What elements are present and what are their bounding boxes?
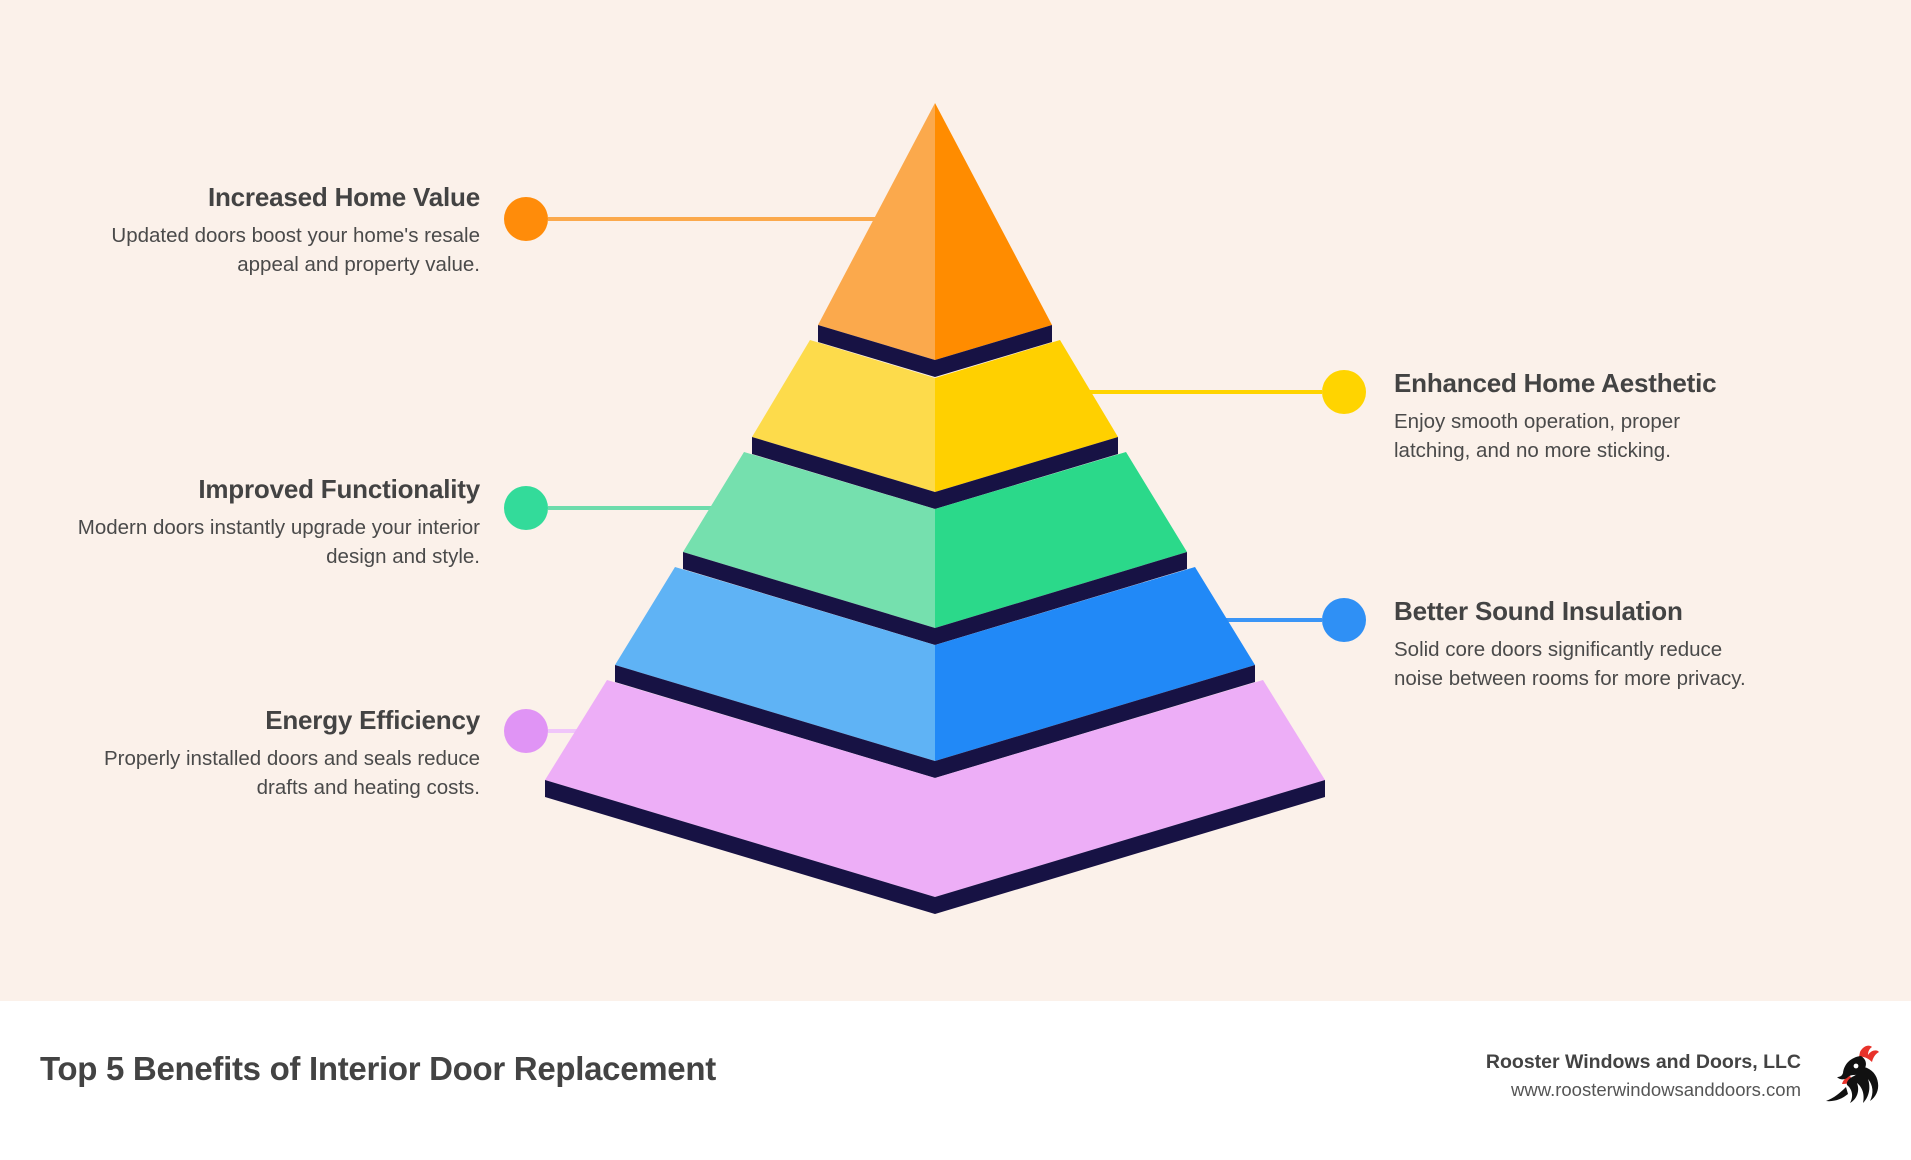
callout-title: Energy Efficiency <box>265 705 480 735</box>
callout-increased-home-value[interactable]: Increased Home Value Updated doors boost… <box>60 182 480 280</box>
layer-improved-functionality-right-face <box>935 452 1187 628</box>
brand-block: Rooster Windows and Doors, LLC www.roost… <box>1486 1049 1801 1103</box>
layer-increased-home-value-right-face <box>935 103 1052 360</box>
connector-dot-icon[interactable] <box>504 709 548 753</box>
brand-url[interactable]: www.roosterwindowsanddoors.com <box>1511 1079 1801 1101</box>
layer-better-sound-insulation-right-face <box>935 567 1255 761</box>
callout-description: Updated doors boost your home's resale a… <box>111 223 480 277</box>
infographic-canvas: Increased Home Value Updated doors boost… <box>0 0 1911 1001</box>
connector-dot-icon[interactable] <box>504 486 548 530</box>
callout-title: Enhanced Home Aesthetic <box>1394 368 1717 398</box>
connector-dot-icon[interactable] <box>1322 598 1366 642</box>
callout-better-sound-insulation[interactable]: Better Sound Insulation Solid core doors… <box>1394 596 1754 694</box>
brand-name: Rooster Windows and Doors, LLC <box>1485 1051 1801 1073</box>
pyramid-layers-group <box>545 103 1325 914</box>
callout-description: Enjoy smooth operation, proper latching,… <box>1394 409 1681 463</box>
callout-improved-functionality[interactable]: Improved Functionality Modern doors inst… <box>60 474 480 572</box>
pyramid-diagram <box>504 103 1366 914</box>
layer-increased-home-value-left-face <box>818 103 935 360</box>
layer-improved-functionality-divider-band <box>683 552 1187 645</box>
layer-enhanced-home-aesthetic-divider-band <box>752 437 1118 509</box>
layer-enhanced-home-aesthetic-left-face <box>752 340 935 492</box>
layer-increased-home-value-divider-band <box>818 325 1052 377</box>
connector-dots-group <box>504 197 1366 753</box>
layer-better-sound-insulation-left-face <box>615 567 935 761</box>
layer-improved-functionality-left-face <box>683 452 935 628</box>
layer-enhanced-home-aesthetic-right-face <box>935 340 1118 492</box>
callout-title: Increased Home Value <box>207 182 480 212</box>
connector-dot-icon[interactable] <box>1322 370 1366 414</box>
callout-enhanced-home-aesthetic[interactable]: Enhanced Home Aesthetic Enjoy smooth ope… <box>1394 368 1754 466</box>
callout-title: Improved Functionality <box>198 474 480 504</box>
rooster-logo-icon <box>1816 1043 1886 1113</box>
layer-energy-efficiency-left-face <box>545 680 935 897</box>
callout-energy-efficiency[interactable]: Energy Efficiency Properly installed doo… <box>60 705 480 803</box>
connector-dot-icon[interactable] <box>504 197 548 241</box>
callout-description: Properly installed doors and seals reduc… <box>103 746 480 800</box>
callout-description: Solid core doors significantly reduce no… <box>1394 637 1746 691</box>
layer-energy-efficiency-right-face <box>935 680 1325 897</box>
page-title: Top 5 Benefits of Interior Door Replacem… <box>40 1050 716 1087</box>
footer-bar: Top 5 Benefits of Interior Door Replacem… <box>0 1001 1911 1160</box>
callout-title: Better Sound Insulation <box>1394 596 1683 626</box>
callout-description: Modern doors instantly upgrade your inte… <box>77 515 480 569</box>
